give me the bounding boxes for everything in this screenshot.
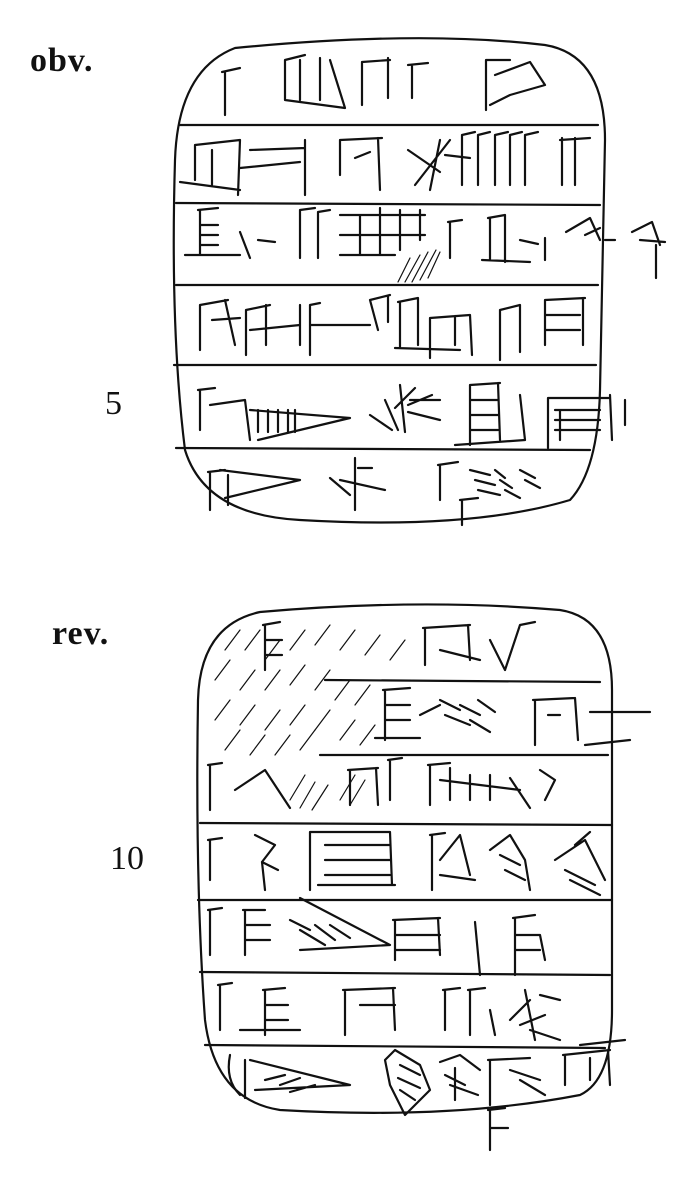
line-number-10: 10 (110, 840, 144, 877)
obverse-line-6 (206, 456, 542, 527)
reverse-line-9 (206, 756, 557, 812)
reverse-line-13 (227, 1038, 627, 1152)
reverse-damage-hatching (214, 624, 406, 811)
obverse-line-4 (198, 293, 587, 362)
obverse-line-3 (183, 206, 667, 280)
reverse-outline (196, 603, 614, 1114)
reverse-line-7 (261, 620, 537, 672)
obverse-line-2 (178, 130, 592, 197)
obverse-outline (172, 37, 607, 524)
obverse-damage-hatching (397, 249, 441, 283)
reverse-line-11 (206, 896, 547, 977)
reverse-label: rev. (52, 615, 110, 652)
line-number-5: 5 (105, 385, 122, 422)
obverse-rulings (172, 123, 602, 452)
reverse-line-10 (206, 830, 607, 897)
obverse-label: obv. (30, 42, 94, 79)
reverse-rulings (196, 678, 614, 1050)
reverse-line-12 (216, 981, 562, 1042)
obverse-line-5 (196, 381, 627, 450)
reverse-line-8 (373, 686, 652, 747)
obverse-line-1 (220, 53, 547, 117)
